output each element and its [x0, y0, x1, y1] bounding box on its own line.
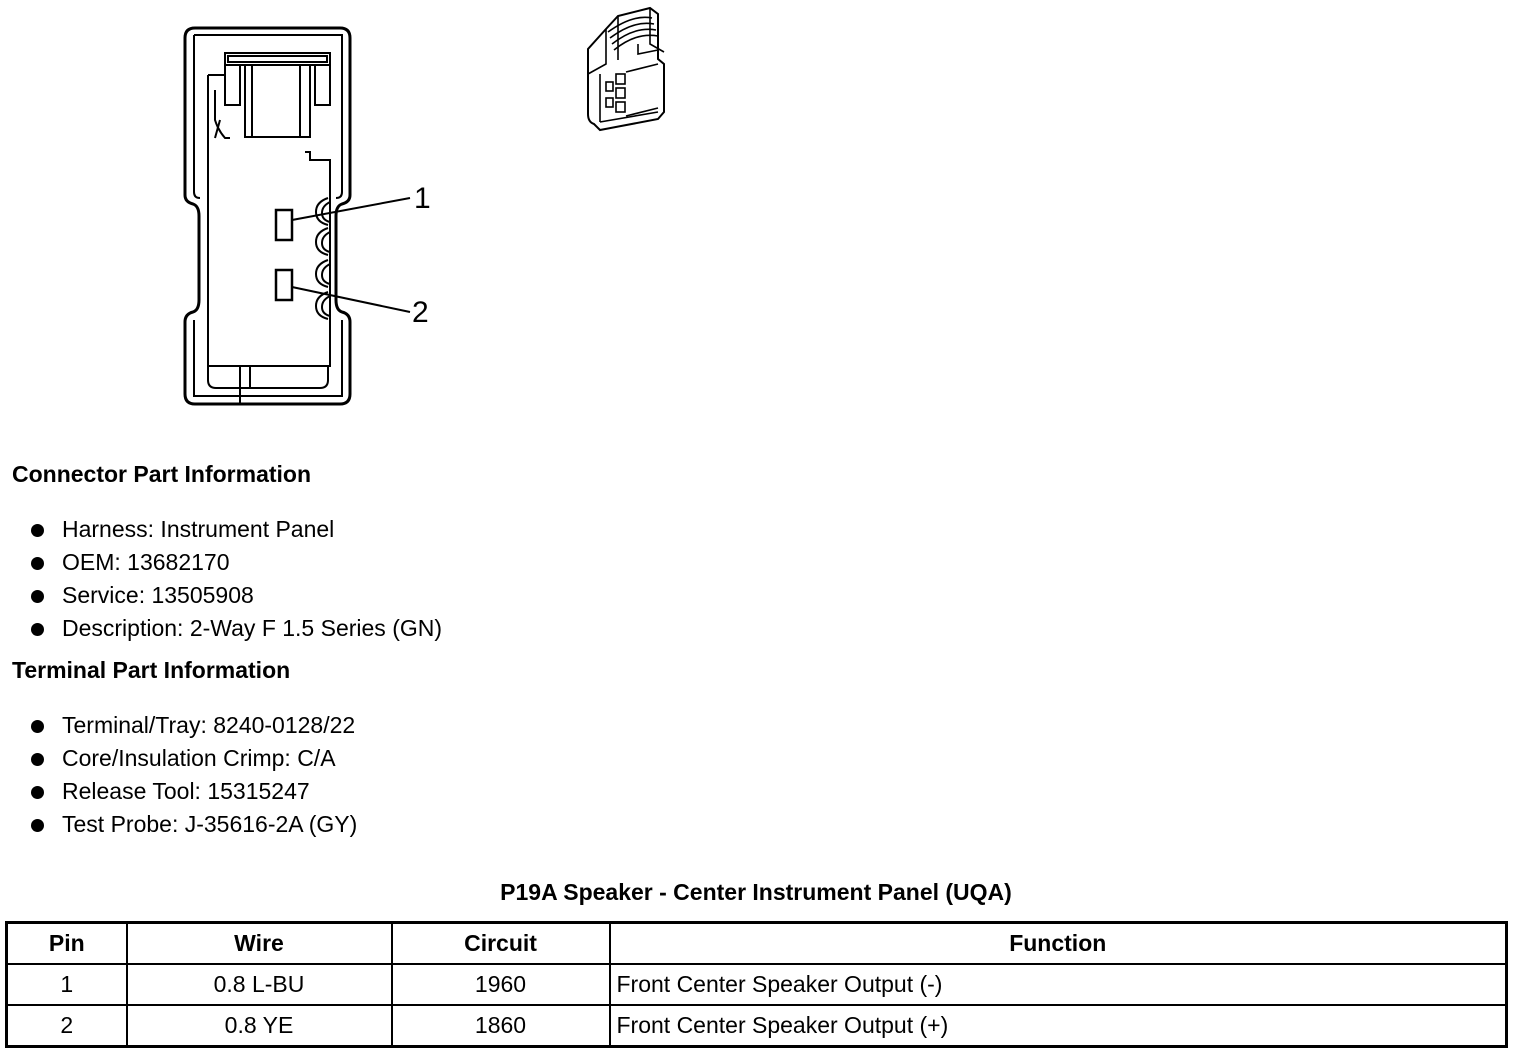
bullet-icon: [31, 524, 44, 537]
table-title: P19A Speaker - Center Instrument Panel (…: [500, 879, 1012, 905]
cell-circuit: 1860: [390, 1004, 611, 1048]
list-item: Harness: Instrument Panel: [26, 513, 442, 546]
connector-face-diagram: 1 2: [183, 26, 431, 406]
bullet-icon: [31, 557, 44, 570]
table-row: 2 0.8 YE 1860 Front Center Speaker Outpu…: [5, 1004, 1508, 1048]
column-header-function: Function: [608, 921, 1508, 965]
cell-circuit: 1960: [390, 963, 611, 1006]
list-item: Core/Insulation Crimp: C/A: [26, 742, 357, 775]
cell-function: Front Center Speaker Output (+): [608, 1004, 1508, 1048]
list-item: Test Probe: J-35616-2A (GY): [26, 808, 357, 841]
list-item: Release Tool: 15315247: [26, 775, 357, 808]
connector-info-list: Harness: Instrument Panel OEM: 13682170 …: [26, 513, 442, 645]
bullet-icon: [31, 786, 44, 799]
table-header-row: Pin Wire Circuit Function: [5, 921, 1508, 965]
cell-wire: 0.8 YE: [125, 1004, 393, 1048]
column-header-wire: Wire: [125, 921, 393, 965]
terminal-info-list: Terminal/Tray: 8240-0128/22 Core/Insulat…: [26, 709, 357, 841]
list-item: Description: 2-Way F 1.5 Series (GN): [26, 612, 442, 645]
callout-pin-1: 1: [414, 182, 431, 215]
column-header-circuit: Circuit: [390, 921, 611, 965]
cell-pin: 2: [5, 1004, 128, 1048]
bullet-icon: [31, 819, 44, 832]
connector-isometric-diagram: [587, 6, 665, 132]
list-item: Terminal/Tray: 8240-0128/22: [26, 709, 357, 742]
cell-function: Front Center Speaker Output (-): [608, 963, 1508, 1006]
terminal-info-heading: Terminal Part Information: [12, 657, 291, 683]
pinout-table: Pin Wire Circuit Function 1 0.8 L-BU 196…: [5, 921, 1508, 1048]
bullet-icon: [31, 590, 44, 603]
bullet-icon: [31, 720, 44, 733]
column-header-pin: Pin: [5, 921, 128, 965]
bullet-icon: [31, 623, 44, 636]
list-item: Service: 13505908: [26, 579, 442, 612]
table-row: 1 0.8 L-BU 1960 Front Center Speaker Out…: [5, 963, 1508, 1006]
bullet-icon: [31, 753, 44, 766]
list-item: OEM: 13682170: [26, 546, 442, 579]
connector-info-heading: Connector Part Information: [12, 461, 312, 487]
cell-wire: 0.8 L-BU: [125, 963, 393, 1006]
cell-pin: 1: [5, 963, 128, 1006]
callout-pin-2: 2: [412, 296, 429, 329]
